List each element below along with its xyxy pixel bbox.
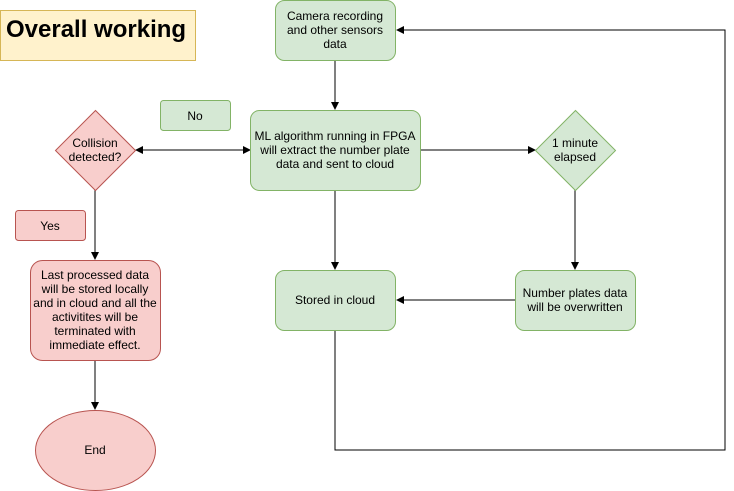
label-line: and other sensors	[287, 23, 383, 37]
label-line: Collision	[72, 136, 117, 150]
label-line: 1 minute	[552, 136, 598, 150]
node-stored-cloud: Stored in cloud	[275, 270, 396, 331]
label-no: No	[187, 109, 203, 123]
label-line: data	[323, 37, 347, 51]
label-line: Stored in cloud	[295, 293, 375, 307]
node-end-label: End	[84, 443, 105, 457]
diagram-title: Overall working	[6, 16, 186, 43]
node-end: End	[35, 410, 156, 491]
label-line: End	[84, 443, 105, 457]
label-line: will be stored locally	[41, 282, 149, 296]
label-line: ML algorithm running in FPGA	[255, 129, 416, 143]
label-line: detected?	[69, 150, 122, 164]
label-line: immediate effect.	[49, 338, 140, 352]
label-line: will extract the number plate	[259, 143, 410, 157]
label-line: elapsed	[554, 150, 596, 164]
label-yes: Yes	[40, 219, 60, 233]
label-no-box: No	[160, 100, 231, 131]
edge-loop-back-to-camera	[334, 26, 726, 451]
label-line: will be overwritten	[526, 300, 622, 314]
label-line: activitites will be	[52, 310, 138, 324]
label-line: and in cloud and all the	[33, 296, 157, 310]
label-line: Camera recording	[287, 9, 383, 23]
edges	[91, 26, 726, 451]
label-line: Number plates data	[523, 286, 628, 300]
label-yes-box: Yes	[15, 210, 86, 241]
label-line: data and sent to cloud	[276, 157, 394, 171]
node-stored-cloud-label: Stored in cloud	[295, 293, 375, 307]
label-line: terminated with	[54, 324, 135, 338]
title-box: Overall working	[0, 10, 196, 61]
label-line: Last processed data	[41, 268, 149, 282]
